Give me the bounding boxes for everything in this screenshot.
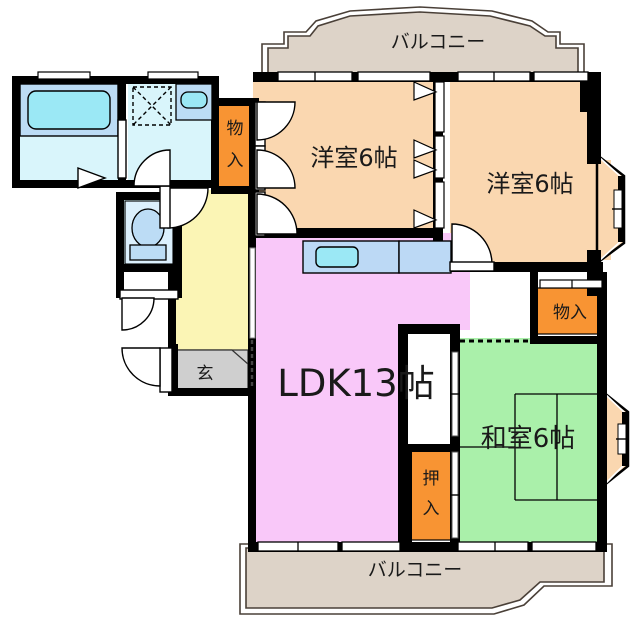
label-western-1: 洋室6帖 (310, 144, 397, 172)
oshiire-door (450, 451, 460, 539)
room-hall (172, 190, 253, 390)
label-washitsu: 和室6帖 (481, 424, 576, 454)
label-balcony-bottom: バルコニー (368, 559, 463, 581)
windows (37, 71, 603, 552)
tatami-lines (457, 393, 597, 501)
balcony-top (261, 6, 585, 80)
vanity-sink-icon (175, 83, 213, 121)
label-balcony-top: バルコニー (391, 31, 486, 53)
closet-oshiire (409, 449, 455, 541)
label-oshiire-line2: 入 (423, 499, 440, 519)
bathtub-icon (19, 83, 119, 137)
label-western-2: 洋室6帖 (486, 170, 573, 198)
label-monoire-right: 物入 (553, 303, 587, 323)
label-oshiire-line1: 押 (423, 469, 440, 489)
label-monoire-top-line1: 物 (227, 119, 244, 139)
sliding-door-ldk-washitsu (450, 351, 460, 437)
toilet-icon (124, 200, 174, 265)
walls (12, 72, 607, 552)
sliding-door-hall-ldk (249, 247, 256, 388)
kitchen-counter-icon (302, 240, 452, 274)
balcony-bottom (239, 543, 613, 615)
label-monoire-top-line2: 入 (227, 151, 244, 171)
label-genkan: 玄 (197, 364, 214, 384)
room-washitsu (457, 338, 603, 548)
washing-machine-space-icon (132, 86, 172, 126)
doors (77, 101, 495, 393)
sliding-doors-western (413, 81, 445, 229)
room-ldk (253, 233, 470, 548)
bay-window-upper (595, 152, 626, 266)
label-ldk: LDK13帖 (277, 362, 434, 405)
closet-monoire-top (215, 103, 255, 191)
